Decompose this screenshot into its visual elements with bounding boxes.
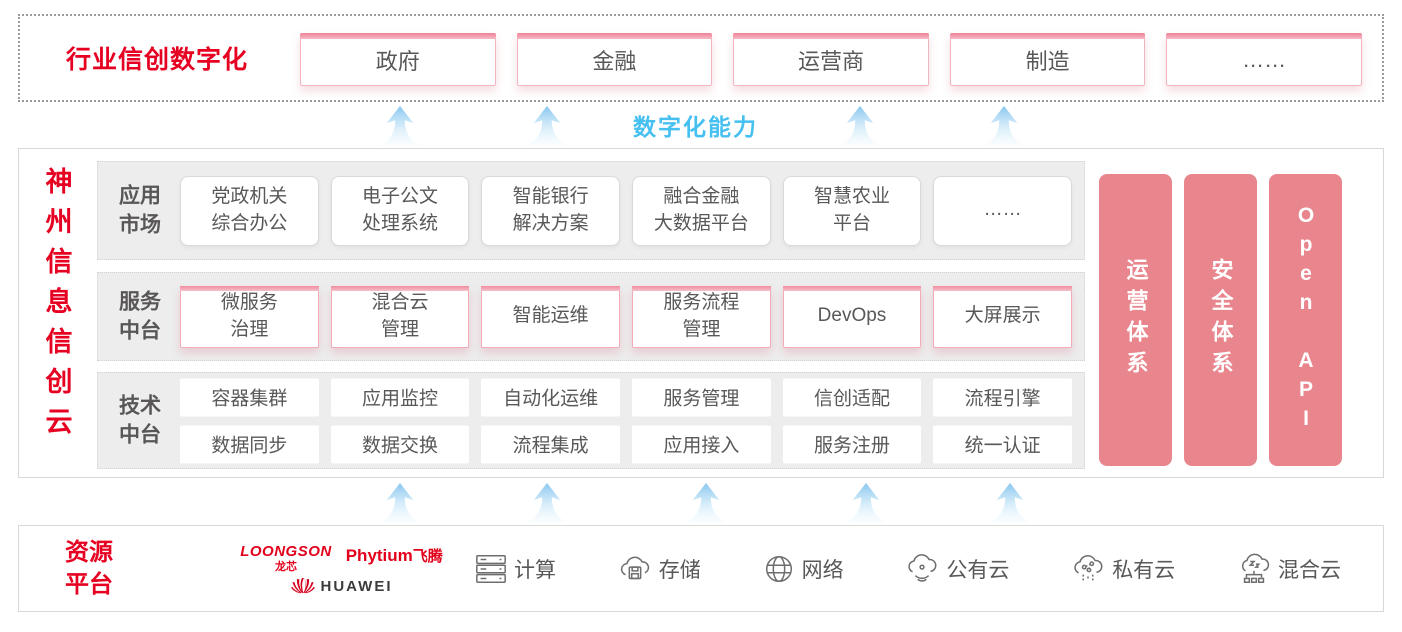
service-items: 微服务治理 混合云管理 智能运维 服务流程管理 DevOps 大屏展示 bbox=[180, 285, 1072, 348]
phytium-logo: Phytium飞腾 bbox=[345, 545, 443, 565]
app-box: 电子公文处理系统 bbox=[330, 175, 470, 246]
tech-box: 统一认证 bbox=[933, 425, 1072, 463]
tech-box: 流程引擎 bbox=[933, 378, 1072, 416]
resource-platform-title: 资源平台 bbox=[65, 539, 113, 598]
tech-box: 应用监控 bbox=[330, 378, 470, 416]
service-box: 服务流程管理 bbox=[632, 285, 771, 348]
industry-band-title: 行业信创数字化 bbox=[66, 46, 249, 74]
tech-box: 容器集群 bbox=[180, 378, 319, 416]
app-box: 智能银行解决方案 bbox=[481, 175, 620, 246]
industry-box-operator: 运营商 bbox=[733, 33, 929, 86]
security-system-bar: 安全体系 bbox=[1184, 174, 1257, 466]
tech-middle-platform-row: 技术中台 容器集群 应用监控 自动化运维 服务管理 信创适配 流程引擎 数据同步… bbox=[97, 372, 1085, 469]
industry-box-more: …… bbox=[1166, 33, 1362, 86]
up-arrow-icon bbox=[685, 482, 727, 523]
loongson-logo: LOONGSON 龙芯 bbox=[240, 542, 332, 573]
up-arrow-icon bbox=[845, 482, 887, 523]
private-cloud-icon bbox=[1070, 552, 1106, 586]
vendor-logos: LOONGSON 龙芯 Phytium飞腾 bbox=[214, 526, 469, 611]
cloud-platform-panel: 神州信息信创云 应用市场 党政机关综合办公 电子公文处理系统 智能银行解决方案 … bbox=[18, 148, 1384, 478]
app-box: 融合金融大数据平台 bbox=[632, 175, 771, 246]
up-arrow-icon bbox=[526, 482, 568, 523]
service-box: 智能运维 bbox=[481, 285, 620, 348]
resource-item-public-cloud: 公有云 bbox=[904, 552, 1009, 586]
resource-item-storage: 存储 bbox=[617, 552, 701, 586]
resource-items: 计算 存储 网络 bbox=[474, 526, 1341, 611]
service-middle-platform-label: 服务中台 bbox=[119, 290, 161, 343]
service-middle-platform-row: 服务中台 微服务治理 混合云管理 智能运维 服务流程管理 DevOps 大屏展示 bbox=[97, 272, 1085, 361]
tech-box: 服务管理 bbox=[632, 378, 771, 416]
tech-box: 信创适配 bbox=[782, 378, 922, 416]
up-arrow-icon bbox=[379, 482, 421, 523]
up-arrow-icon bbox=[983, 105, 1025, 146]
tech-box: 应用接入 bbox=[632, 425, 771, 463]
compute-server-icon bbox=[474, 552, 508, 586]
tech-middle-platform-label: 技术中台 bbox=[119, 394, 161, 447]
resource-item-network: 网络 bbox=[762, 552, 844, 586]
public-cloud-icon bbox=[904, 552, 940, 586]
service-box: 混合云管理 bbox=[330, 285, 470, 348]
industry-list: 政府 金融 运营商 制造 …… bbox=[300, 33, 1362, 86]
digital-capability-label: 数字化能力 bbox=[633, 114, 758, 140]
tech-box: 自动化运维 bbox=[481, 378, 620, 416]
service-box: DevOps bbox=[782, 285, 922, 348]
app-market-label: 应用市场 bbox=[119, 184, 161, 237]
app-market-items: 党政机关综合办公 电子公文处理系统 智能银行解决方案 融合金融大数据平台 智慧农… bbox=[180, 175, 1072, 246]
service-box: 微服务治理 bbox=[180, 285, 319, 348]
up-arrow-icon bbox=[989, 482, 1031, 523]
tech-box: 流程集成 bbox=[481, 425, 620, 463]
app-market-row: 应用市场 党政机关综合办公 电子公文处理系统 智能银行解决方案 融合金融大数据平… bbox=[97, 161, 1085, 260]
resource-item-hybrid-cloud: 混合云 bbox=[1236, 552, 1341, 586]
app-box: 智慧农业平台 bbox=[782, 175, 922, 246]
service-box: 大屏展示 bbox=[933, 285, 1072, 348]
huawei-flower-icon bbox=[290, 577, 315, 593]
up-arrow-icon bbox=[379, 105, 421, 146]
industry-box-manufacturing: 制造 bbox=[949, 33, 1146, 86]
app-box-more: …… bbox=[933, 175, 1072, 246]
network-globe-icon bbox=[762, 552, 796, 586]
industry-box-government: 政府 bbox=[300, 33, 496, 86]
huawei-logo: HUAWEI bbox=[290, 577, 393, 595]
open-api-bar: Open API bbox=[1269, 174, 1342, 466]
operation-system-bar: 运营体系 bbox=[1099, 174, 1172, 466]
platform-vertical-title: 神州信息信创云 bbox=[41, 167, 72, 447]
resource-item-compute: 计算 bbox=[474, 552, 556, 586]
up-arrow-icon bbox=[526, 105, 568, 146]
resource-item-private-cloud: 私有云 bbox=[1070, 552, 1175, 586]
storage-cloud-icon bbox=[617, 552, 653, 586]
industry-band: 行业信创数字化 政府 金融 运营商 制造 …… bbox=[18, 14, 1384, 102]
resource-platform-panel: 资源平台 LOONGSON 龙芯 Phytium飞腾 bbox=[18, 525, 1384, 612]
tech-box: 数据同步 bbox=[180, 425, 319, 463]
up-arrow-icon bbox=[839, 105, 881, 146]
tech-items: 容器集群 应用监控 自动化运维 服务管理 信创适配 流程引擎 数据同步 数据交换… bbox=[180, 378, 1072, 463]
app-box: 党政机关综合办公 bbox=[180, 175, 319, 246]
tech-box: 服务注册 bbox=[782, 425, 922, 463]
tech-box: 数据交换 bbox=[330, 425, 470, 463]
industry-box-finance: 金融 bbox=[516, 33, 713, 86]
hybrid-cloud-icon bbox=[1236, 552, 1272, 586]
